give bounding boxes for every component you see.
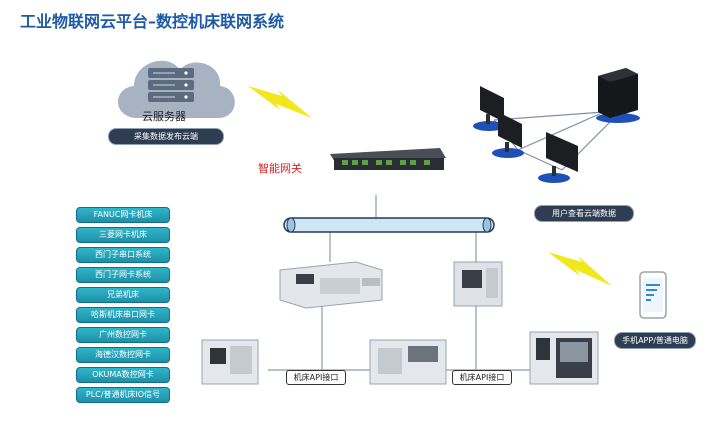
cnc-machine-horizontal xyxy=(369,339,447,385)
gateway-device xyxy=(330,148,446,170)
pc-tower-icon xyxy=(596,68,640,123)
api-interface-label: 机床API接口 xyxy=(452,370,512,385)
mobile-caption: 手机APP/普通电脑 xyxy=(614,332,696,349)
cloud-icon xyxy=(117,60,235,118)
protocol-item: 广州数控网卡 xyxy=(76,327,170,343)
api-interface-label: 机床API接口 xyxy=(286,370,346,385)
monitor-icon xyxy=(492,112,524,158)
cnc-machine-lathe xyxy=(279,261,383,309)
gateway-label: 智能网关 xyxy=(258,162,302,175)
protocol-item: PLC/普通机床IO信号 xyxy=(76,387,170,403)
page-title: 工业物联网云平台–数控机床联网系统 xyxy=(20,12,285,31)
users-caption: 用户查看云端数据 xyxy=(534,205,634,222)
cnc-machine-vertical xyxy=(529,331,599,385)
protocol-item: 兄弟机床 xyxy=(76,287,170,303)
cnc-machine-center xyxy=(453,261,503,307)
cnc-machine-mill xyxy=(201,339,259,385)
data-bus xyxy=(283,217,495,233)
user-network-lines xyxy=(493,111,613,171)
monitor-icon xyxy=(538,132,578,183)
protocol-item: 西门子网卡系统 xyxy=(76,267,170,283)
protocol-item: FANUC网卡机床 xyxy=(76,207,170,223)
protocol-item: 西门子串口系统 xyxy=(76,247,170,263)
lightning-icon xyxy=(548,252,612,286)
cloud-server-label: 云服务器 xyxy=(142,110,186,123)
phone-icon xyxy=(639,271,667,319)
protocol-item: 三菱网卡机床 xyxy=(76,227,170,243)
protocol-item: 哈斯机床串口网卡 xyxy=(76,307,170,323)
lightning-icon xyxy=(248,86,312,118)
protocol-item: OKUMA数控网卡 xyxy=(76,367,170,383)
protocol-item: 海德汉数控网卡 xyxy=(76,347,170,363)
cloud-caption: 采集数据发布云端 xyxy=(108,128,224,145)
